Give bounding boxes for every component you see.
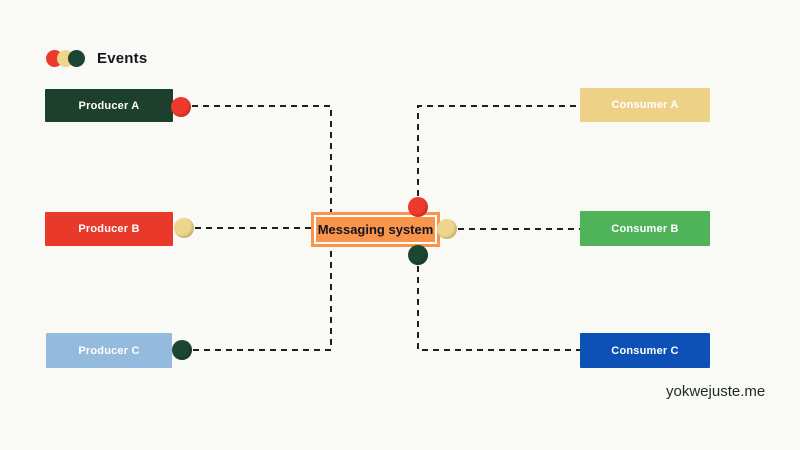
- event-dot-green-consumer-c: [408, 245, 428, 265]
- events-legend: Events: [46, 50, 147, 67]
- watermark: yokwejuste.me: [666, 383, 766, 400]
- event-dot-red-producer-a: [171, 97, 191, 117]
- producer-c-node: Producer C: [46, 333, 172, 368]
- messaging-system-node: Messaging system: [311, 212, 440, 247]
- legend-green-dot-icon: [68, 50, 85, 67]
- consumer-b-label: Consumer B: [611, 222, 679, 235]
- consumer-a-label: Consumer A: [611, 99, 679, 111]
- messaging-system-label: Messaging system: [317, 222, 434, 237]
- wire-producer-a: [181, 105, 332, 212]
- producer-b-node: Producer B: [45, 212, 173, 246]
- wire-consumer-a: [417, 105, 580, 207]
- event-dot-yellow-consumer-b: [437, 219, 457, 239]
- events-legend-label: Events: [97, 50, 148, 67]
- event-dot-red-consumer-a: [408, 197, 428, 217]
- wire-consumer-c: [417, 255, 580, 351]
- consumer-b-node: Consumer B: [580, 211, 710, 246]
- producer-c-label: Producer C: [78, 344, 140, 357]
- producer-a-node: Producer A: [45, 89, 173, 122]
- event-dot-green-producer-c: [172, 340, 192, 360]
- consumer-a-node: Consumer A: [580, 88, 710, 122]
- event-dot-yellow-producer-b: [174, 218, 194, 238]
- consumer-c-node: Consumer C: [580, 333, 710, 368]
- producer-a-label: Producer A: [78, 99, 140, 112]
- producer-b-label: Producer B: [78, 223, 140, 235]
- consumer-c-label: Consumer C: [611, 344, 679, 357]
- wire-producer-c: [182, 247, 332, 351]
